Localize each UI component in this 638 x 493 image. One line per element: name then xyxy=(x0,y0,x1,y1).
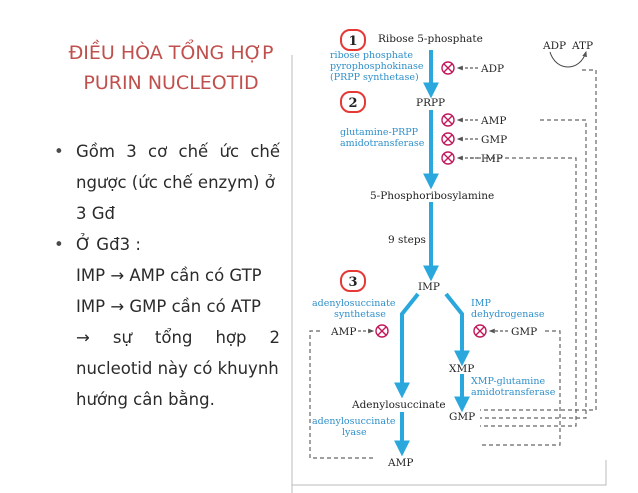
svg-text:(PRPP synthetase): (PRPP synthetase) xyxy=(330,72,419,83)
slide-title: ĐIỀU HÒA TỔNG HỢP PURIN NUCLEOTID xyxy=(40,38,302,98)
sub1-to: AMP cần có GTP xyxy=(129,266,262,285)
svg-text:XMP-glutamine: XMP-glutamine xyxy=(471,376,545,387)
svg-text:1: 1 xyxy=(348,34,357,49)
pathway-arrows xyxy=(394,50,470,457)
enzyme-xmp-glutamine-amidotransferase: XMP-glutamine amidotransferase xyxy=(471,376,556,398)
enzyme-adenylosuccinate-lyase: adenylosuccinate lyase xyxy=(312,416,396,438)
svg-text:GMP: GMP xyxy=(481,134,507,146)
bullet-list: • Gồm 3 cơ chế ức chế ngược (ức chế enzy… xyxy=(54,136,280,415)
sub-line-1: IMP → AMP cần có GTP xyxy=(54,260,280,291)
svg-text:AMP: AMP xyxy=(480,115,506,127)
metabolite-prpp: PRPP xyxy=(416,97,445,109)
enzyme-prpp-synthetase: ribose phosphate pyrophosphokinase (PRPP… xyxy=(330,50,424,83)
step-1-marker: 1 xyxy=(340,29,366,51)
svg-text:lyase: lyase xyxy=(342,427,367,438)
diagram-frame xyxy=(291,55,607,493)
svg-text:2: 2 xyxy=(348,96,357,111)
svg-text:AMP: AMP xyxy=(330,326,356,338)
svg-text:ADP: ADP xyxy=(480,63,504,75)
metabolite-adenylosuccinate: Adenylosuccinate xyxy=(351,399,446,411)
inhibition-amp: AMP xyxy=(441,113,506,127)
inhibition-imp: IMP xyxy=(441,151,503,165)
enzyme-adenylosuccinate-synthetase: adenylosuccinate synthetase xyxy=(312,298,396,320)
bullet-dot: • xyxy=(54,235,64,254)
adp-atp-curve xyxy=(549,50,587,68)
sub-line-5: hướng cân bằng. xyxy=(76,390,215,409)
arrow-icon: → xyxy=(110,297,125,316)
loop-imp xyxy=(470,157,577,427)
bullet1-line3: 3 Gđ xyxy=(76,204,116,223)
bullet2-line1: Ở Gđ3 : xyxy=(76,235,141,254)
metabolite-amp: AMP xyxy=(387,457,413,469)
svg-text:adenylosuccinate: adenylosuccinate xyxy=(312,416,396,427)
loop-gmp-right xyxy=(480,330,561,446)
arrow-icon: → xyxy=(110,266,125,285)
svg-text:ribose phosphate: ribose phosphate xyxy=(330,50,413,61)
title-line-1: ĐIỀU HÒA TỔNG HỢP xyxy=(68,42,274,64)
metabolite-gmp: GMP xyxy=(449,411,475,423)
svg-text:amidotransferase: amidotransferase xyxy=(471,387,556,398)
feedback-loops xyxy=(309,69,597,459)
bullet-item-1: • Gồm 3 cơ chế ức chế xyxy=(54,136,280,167)
svg-text:amidotransferase: amidotransferase xyxy=(340,138,425,149)
svg-text:adenylosuccinate: adenylosuccinate xyxy=(312,298,396,309)
enzyme-glutamine-prpp-amidotransferase: glutamine-PRPP amidotransferase xyxy=(340,127,425,149)
sub1-from: IMP xyxy=(76,266,106,285)
arrow-imp-to-adenylosuccinate xyxy=(394,292,420,399)
svg-text:synthetase: synthetase xyxy=(334,309,386,320)
sub-line-3: → sự tổng hợp 2 xyxy=(54,322,280,353)
arrow-imp-to-xmp xyxy=(444,292,470,367)
svg-text:3: 3 xyxy=(348,275,357,290)
metabolite-imp: IMP xyxy=(418,281,440,293)
step-3-marker: 3 xyxy=(340,270,366,292)
title-line-2: PURIN NUCLEOTID xyxy=(83,72,259,94)
sub-line-2: IMP → GMP cần có ATP xyxy=(54,291,280,322)
loop-amp-left xyxy=(309,330,375,459)
label-adp: ADP xyxy=(542,40,566,52)
bullet-dot: • xyxy=(54,142,64,161)
svg-text:pyrophosphokinase: pyrophosphokinase xyxy=(330,61,424,72)
sub3-text: sự tổng hợp 2 xyxy=(112,328,280,347)
metabolite-ribose5p: Ribose 5-phosphate xyxy=(378,33,483,45)
enzyme-imp-dehydrogenase: IMP dehydrogenase xyxy=(471,298,545,320)
loop-amp-gmp xyxy=(480,119,587,419)
sub2-from: IMP xyxy=(76,297,106,316)
svg-text:IMP: IMP xyxy=(481,153,503,165)
inhibition-adp: ADP xyxy=(441,61,504,75)
svg-text:IMP: IMP xyxy=(471,298,491,309)
metabolite-xmp: XMP xyxy=(449,363,474,375)
loop-adp xyxy=(480,69,597,411)
step-2-marker: 2 xyxy=(340,91,366,113)
svg-text:GMP: GMP xyxy=(511,326,537,338)
bullet1-line2: ngược (ức chế enzym) ở xyxy=(76,173,275,192)
label-atp: ATP xyxy=(571,40,593,52)
svg-text:dehydrogenase: dehydrogenase xyxy=(471,309,545,320)
sub-line-4: nucleotid này có khuynh xyxy=(76,359,279,378)
svg-text:glutamine-PRPP: glutamine-PRPP xyxy=(340,127,419,138)
metabolite-phosphoribosylamine: 5-Phosphoribosylamine xyxy=(370,190,494,202)
inhibition-amp-left: AMP xyxy=(330,324,389,338)
label-nine-steps: 9 steps xyxy=(388,234,426,246)
sub2-to: GMP cần có ATP xyxy=(129,297,261,316)
bullet-item-2: • Ở Gđ3 : xyxy=(54,229,280,260)
arrow-icon: → xyxy=(76,328,90,347)
inhibition-gmp: GMP xyxy=(441,132,507,146)
bullet1-line1: Gồm 3 cơ chế ức chế xyxy=(76,142,280,161)
inhibition-gmp-right: GMP xyxy=(473,324,537,338)
